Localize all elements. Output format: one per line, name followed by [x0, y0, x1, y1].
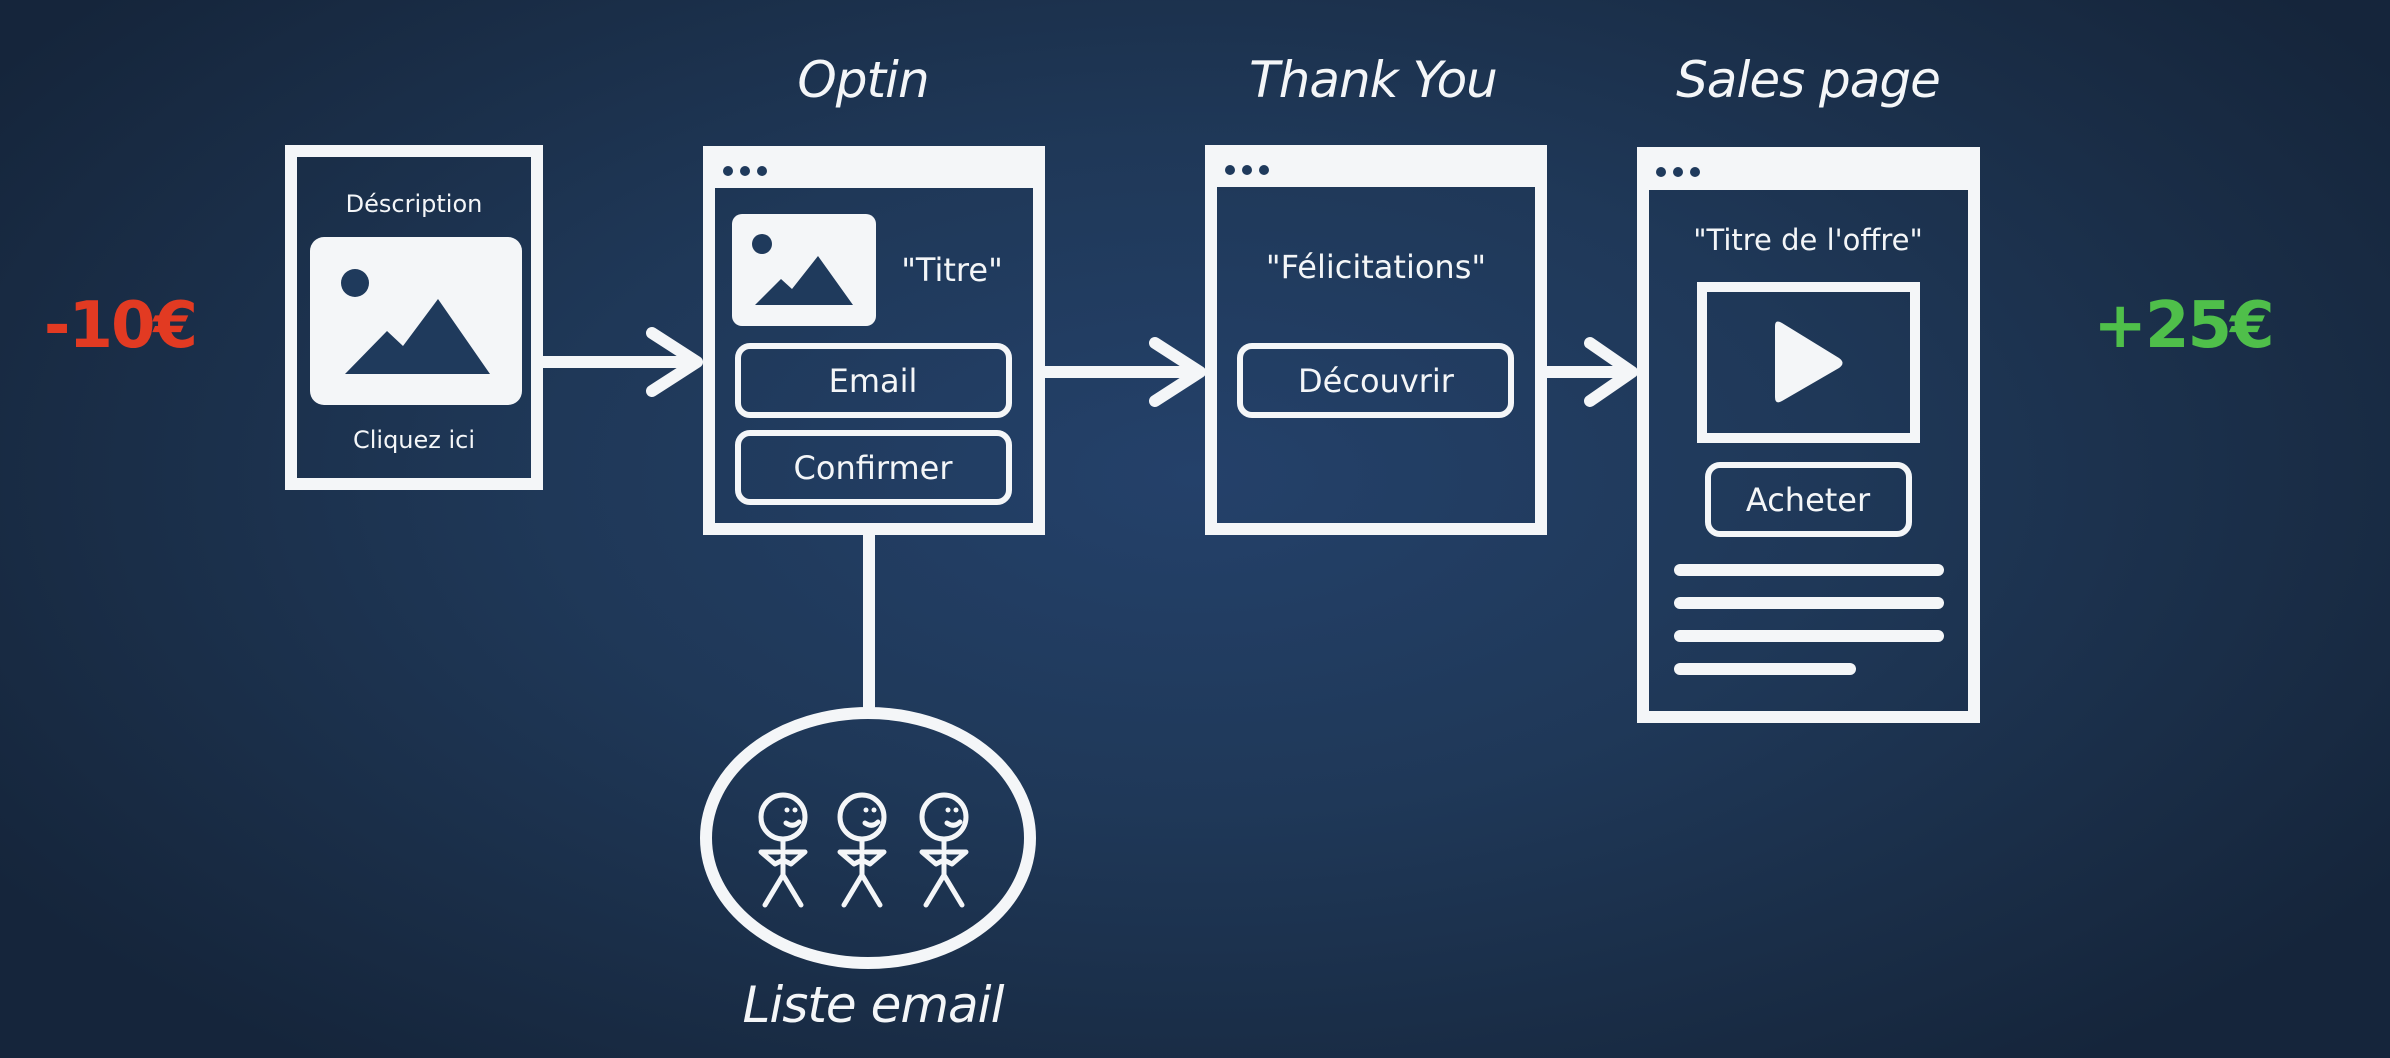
- arrow-ad-to-optin: [543, 327, 703, 397]
- email-list: Liste email: [700, 707, 1036, 1034]
- discover-button[interactable]: [1237, 343, 1514, 418]
- sales-page: "Titre de l'offre" Acheter: [1637, 147, 1980, 723]
- email-field[interactable]: [735, 343, 1012, 418]
- window-dots-icon: [723, 166, 767, 176]
- email-list-ellipse: [700, 707, 1036, 969]
- optin-title: Optin: [797, 51, 928, 109]
- salespage-title: Sales page: [1676, 51, 1940, 109]
- sales-headline: "Titre de l'offre": [1693, 223, 1923, 257]
- ad-card-frame: [285, 145, 543, 490]
- video-player[interactable]: [1697, 282, 1920, 443]
- ad-description-text: Déscription: [346, 190, 483, 218]
- email-field-label: Email: [829, 362, 918, 400]
- buy-button[interactable]: [1705, 462, 1912, 537]
- ad-cta-text: Cliquez ici: [353, 426, 475, 454]
- person-icon: [758, 792, 808, 908]
- ad-card: Déscription Cliquez ici: [285, 145, 543, 490]
- arrow-optin-to-thankyou: [1045, 337, 1206, 407]
- confirm-button-label: Confirmer: [794, 449, 954, 487]
- optin-page: "Titre" Email Confirmer: [703, 146, 1045, 535]
- image-icon: [732, 214, 876, 326]
- thankyou-headline: "Félicitations": [1266, 248, 1486, 286]
- email-list-label: Liste email: [743, 976, 1005, 1034]
- optin-headline: "Titre": [901, 251, 1003, 289]
- person-icon: [837, 792, 887, 908]
- buy-button-label: Acheter: [1746, 481, 1871, 519]
- arrow-thankyou-to-sales: [1547, 337, 1638, 407]
- discover-button-label: Découvrir: [1298, 362, 1455, 400]
- thankyou-window-frame: [1205, 145, 1547, 535]
- window-dots-icon: [1656, 167, 1700, 177]
- window-dots-icon: [1225, 165, 1269, 175]
- thankyou-title: Thank You: [1249, 51, 1497, 109]
- cost-label: -10€: [44, 289, 196, 363]
- confirm-button[interactable]: [735, 430, 1012, 505]
- play-icon[interactable]: [1775, 321, 1843, 403]
- image-icon: [310, 237, 522, 405]
- thankyou-page: "Félicitations" Découvrir: [1205, 145, 1547, 535]
- text-lines: [1674, 564, 1944, 675]
- revenue-label: +25€: [2093, 289, 2272, 363]
- person-icon: [919, 792, 969, 908]
- people-group: [758, 792, 969, 908]
